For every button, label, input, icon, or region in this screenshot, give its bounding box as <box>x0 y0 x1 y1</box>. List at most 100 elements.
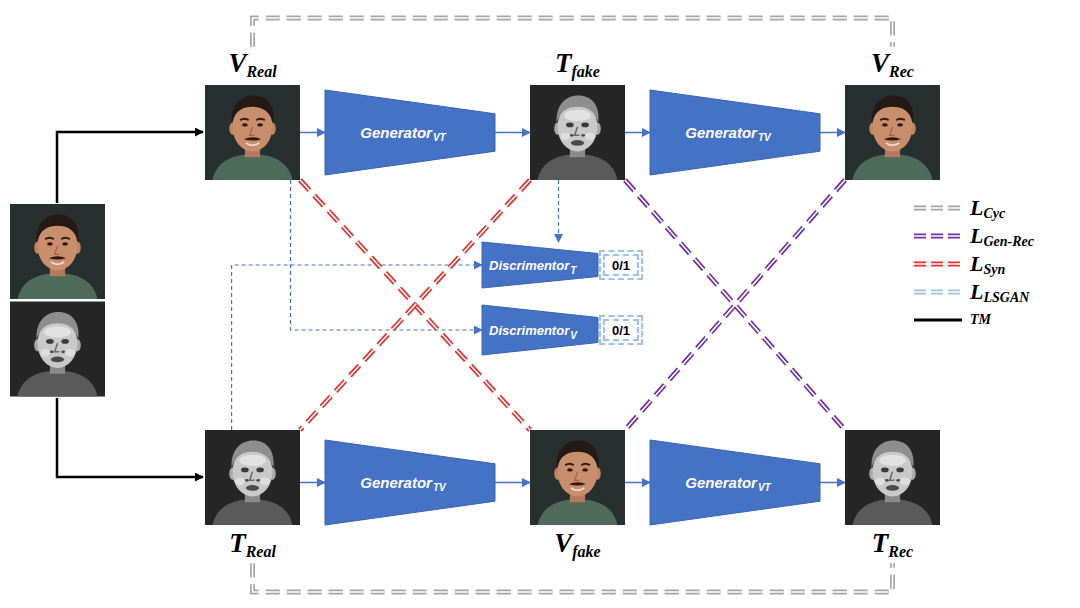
flow-arrow <box>820 132 845 133</box>
legend-text: LGen-Rec <box>970 223 1034 250</box>
image-frame: TReal <box>205 430 300 563</box>
block-subscript: VT <box>758 482 771 493</box>
double-line-outer <box>625 180 845 430</box>
legend: LCycLGen-RecLSynLLSGAN TM <box>912 194 1034 334</box>
legend-sample <box>912 257 964 271</box>
legend-text: LSyn <box>970 251 1005 278</box>
double-line-inner <box>253 18 893 47</box>
image-label-text: TRec <box>872 527 913 561</box>
gen-rec-loss-line <box>625 180 845 430</box>
legend-sample <box>912 201 964 215</box>
trapezoid-outline <box>482 305 598 355</box>
block-label: GeneratorTV <box>650 90 820 175</box>
double-line-outer <box>253 18 893 47</box>
connector-path <box>300 132 325 134</box>
legend-sample <box>912 285 964 299</box>
legend-text: TM <box>970 312 991 328</box>
image-label: VReal <box>205 47 300 81</box>
image-frame: Tfake <box>530 47 625 180</box>
connector-path <box>820 482 845 484</box>
connector-path <box>495 132 530 134</box>
double-line-inner <box>300 180 530 430</box>
double-line-inner <box>253 563 893 592</box>
thermal-face-image <box>845 430 940 525</box>
flow-arrow <box>495 132 530 133</box>
image-label-text: VRec <box>871 47 914 81</box>
output-box: 0/1 <box>603 319 639 341</box>
trapezoid-outline <box>650 440 820 525</box>
image-label: TReal <box>205 527 300 561</box>
legend-row: LLSGAN <box>912 278 1034 306</box>
legend-line <box>914 262 962 267</box>
block-subscript: T <box>570 265 576 276</box>
image-label-text: VReal <box>228 47 276 81</box>
generator-block: GeneratorTV <box>650 90 820 175</box>
legend-sample <box>912 313 964 327</box>
flow-arrow <box>300 132 325 133</box>
input-thermal-photo <box>10 302 105 397</box>
image-label: Tfake <box>530 47 625 81</box>
legend-line-inner <box>914 291 962 293</box>
legend-sample <box>912 229 964 243</box>
generator-block: GeneratorVT <box>650 440 820 525</box>
output-label: 0/1 <box>612 258 630 273</box>
input-visible-photo <box>10 204 105 299</box>
synthesis-loss-line <box>300 180 530 430</box>
block-label: GeneratorVT <box>325 90 495 175</box>
output-box: 0/1 <box>603 254 639 276</box>
double-line-inner <box>625 180 845 430</box>
flow-arrow <box>495 482 530 483</box>
legend-line <box>914 206 962 211</box>
block-name: Discrimentor <box>489 258 569 273</box>
double-line-outer <box>300 180 530 430</box>
block-name: Generator <box>685 474 757 491</box>
discriminator-input <box>232 265 482 430</box>
legend-line <box>914 234 962 239</box>
connector-path <box>232 265 482 430</box>
trapezoid-outline <box>650 90 820 175</box>
block-label: GeneratorVT <box>650 440 820 525</box>
block-label: DiscrimentorT <box>482 242 598 288</box>
image-label-text: TReal <box>229 527 276 561</box>
legend-line-inner <box>914 235 962 237</box>
tm-arrow <box>57 132 203 203</box>
image-frame: VReal <box>205 47 300 180</box>
legend-row: LSyn <box>912 250 1034 278</box>
flow-arrow <box>625 132 650 133</box>
thermal-face-image <box>530 85 625 180</box>
block-name: Discrimentor <box>489 323 569 338</box>
tm-arrow <box>57 398 203 477</box>
legend-line-inner <box>914 263 962 265</box>
connector-path <box>625 132 650 134</box>
legend-line <box>914 290 962 295</box>
trapezoid-outline <box>325 440 495 525</box>
output-label: 0/1 <box>612 323 630 338</box>
flow-arrow <box>300 482 325 483</box>
block-name: Generator <box>360 474 432 491</box>
discriminator-block: DiscrimentorT <box>482 242 598 288</box>
block-label: DiscrimentorV <box>482 305 598 355</box>
legend-text: LCyc <box>970 195 1005 222</box>
image-label-text: Tfake <box>555 47 600 81</box>
connector-path <box>495 482 530 484</box>
block-subscript: V <box>570 330 577 341</box>
thermal-face-image <box>205 430 300 525</box>
double-line-inner <box>625 180 845 430</box>
connector-path <box>558 180 559 242</box>
flow-arrow <box>625 482 650 483</box>
connector-path <box>300 482 325 484</box>
image-frame: TRec <box>845 430 940 563</box>
legend-row: LGen-Rec <box>912 222 1034 250</box>
block-name: Generator <box>685 124 757 141</box>
cycle-loss-line <box>253 563 893 592</box>
image-frame: VRec <box>845 47 940 180</box>
legend-line <box>914 319 962 322</box>
double-line-outer <box>300 180 530 430</box>
legend-text: LLSGAN <box>970 279 1029 306</box>
double-line-outer <box>253 563 893 592</box>
synthesis-loss-line <box>300 180 530 430</box>
